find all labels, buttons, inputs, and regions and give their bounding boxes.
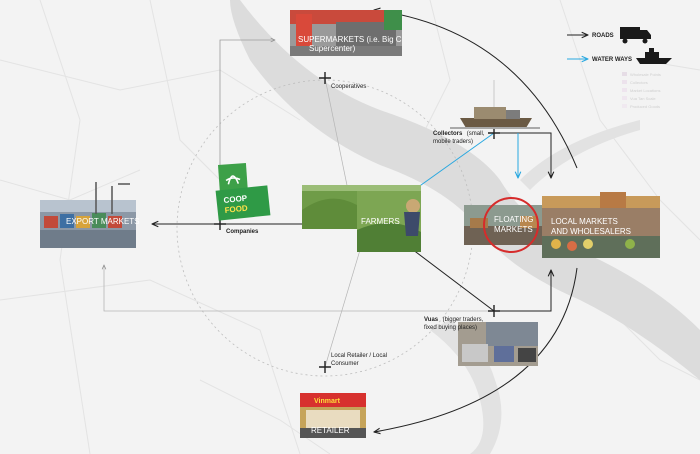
retailer-node: Vinmart RETAILER bbox=[300, 393, 366, 438]
local-markets-label-line2: AND WHOLESALERS bbox=[551, 227, 631, 236]
supermarkets-node: SUPERMARKETS (i.e. Big C Supercenter) bbox=[290, 10, 402, 56]
local-markets-node: LOCAL MARKETS AND WHOLESALERS bbox=[542, 192, 660, 258]
vuas-label-bold: Vuas bbox=[424, 317, 439, 323]
farmers-label: FARMERS bbox=[361, 217, 400, 226]
legend-faint-item-3: Vua Tan Scale bbox=[630, 96, 656, 101]
floating-markets-label-line1: FLOATING bbox=[494, 215, 533, 224]
vuas-label-rest: (bigger traders, bbox=[443, 317, 484, 323]
legend-faint-item-0: Wholesale Points bbox=[630, 72, 661, 77]
local-retailer-label-line2: Consumer bbox=[331, 361, 359, 367]
legend-faint-item-2: Market Locations bbox=[630, 88, 660, 93]
local-markets-label-line1: LOCAL MARKETS bbox=[551, 217, 618, 226]
supermarkets-label-line1: SUPERMARKETS (i.e. Big C bbox=[298, 35, 402, 44]
legend-faint-item-4: Produced Goods bbox=[630, 104, 660, 109]
legend-roads-label: ROADS bbox=[592, 33, 614, 39]
legend-waterways-label: WATER WAYS bbox=[592, 57, 632, 63]
legend-faint-item-1: Collectors bbox=[630, 80, 648, 85]
collectors-label-bold: Collectors bbox=[433, 131, 463, 137]
floating-markets-node: FLOATING MARKETS bbox=[464, 198, 542, 252]
local-retailer-label-line1: Local Retailer / Local bbox=[331, 353, 387, 359]
collectors-label-rest: (small, bbox=[467, 131, 485, 137]
retailer-label: RETAILER bbox=[311, 426, 350, 435]
export-markets-label: EXPORT MARKETS bbox=[66, 217, 140, 226]
retailer-shop-sign: Vinmart bbox=[314, 398, 341, 405]
floating-markets-label-line2: MARKETS bbox=[494, 225, 533, 234]
supermarkets-label-line2: Supercenter) bbox=[309, 44, 356, 53]
vuas-label-line2: fixed buying places) bbox=[424, 325, 477, 331]
companies-label: Companies bbox=[226, 229, 259, 235]
cooperatives-label: Cooperatives bbox=[331, 84, 366, 90]
collectors-label-line2: mobile traders) bbox=[433, 139, 473, 145]
